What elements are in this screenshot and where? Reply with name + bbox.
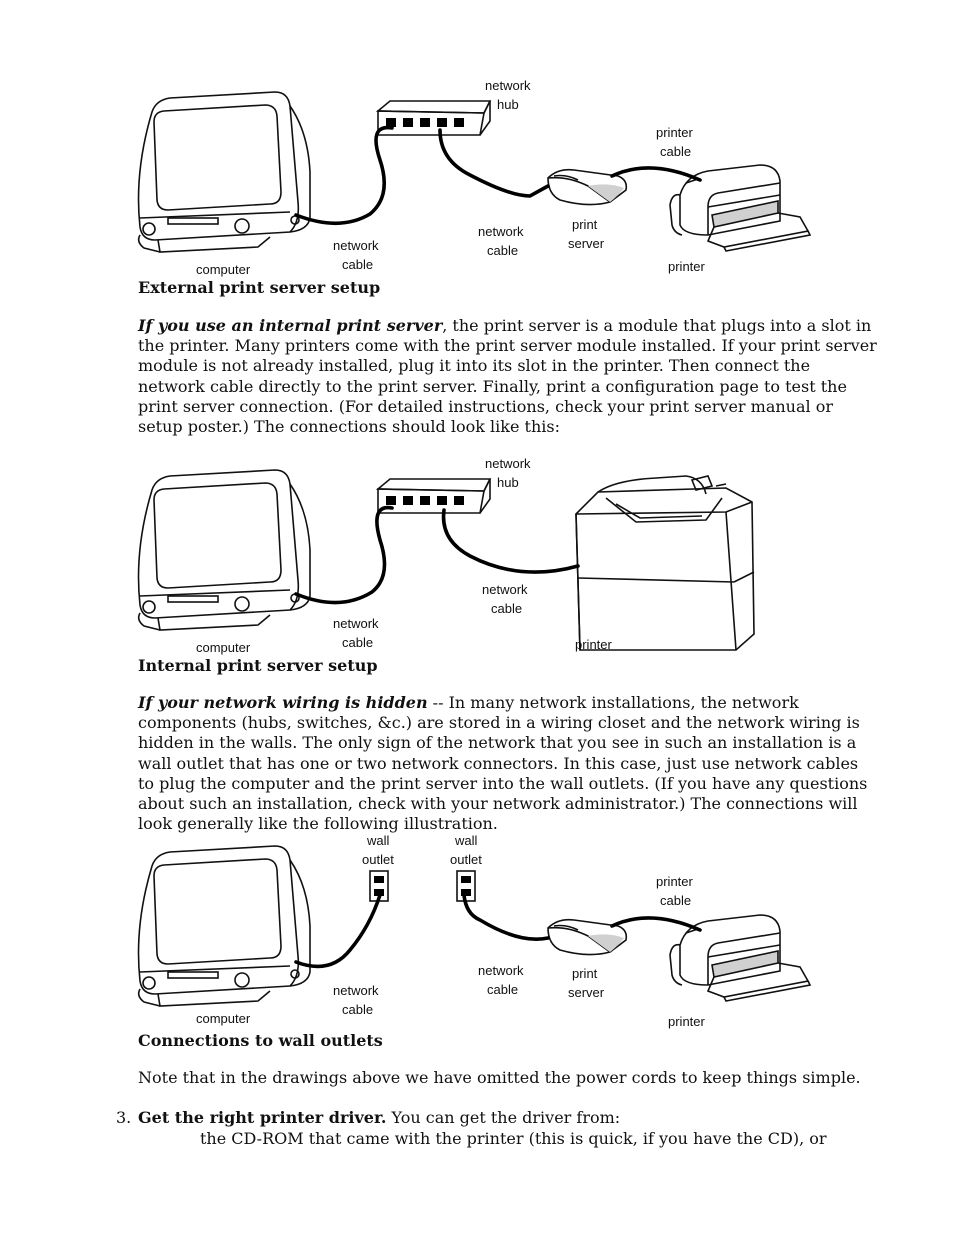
printer-cable: [610, 166, 702, 182]
figure-caption-external: External print server setup: [138, 278, 381, 297]
figure-caption-internal: Internal print server setup: [138, 656, 378, 675]
label-network: network: [478, 963, 524, 978]
label-printer: printer: [668, 259, 706, 274]
label-print: print: [572, 217, 598, 232]
step-3: Get the right printer driver. You can ge…: [138, 1108, 878, 1128]
label-hub: hub: [497, 97, 519, 112]
paragraph-lead: If your network wiring is hidden: [138, 693, 428, 712]
label-cable: cable: [660, 144, 691, 159]
note-power-cords: Note that in the drawings above we have …: [138, 1068, 861, 1087]
label-outlet: outlet: [450, 852, 482, 867]
wall-outlet-drawing: [456, 870, 476, 902]
label-print: print: [572, 966, 598, 981]
step-heading: Get the right printer driver.: [138, 1108, 387, 1127]
label-network: network: [478, 224, 524, 239]
network-cable: [294, 125, 394, 225]
external-setup-diagram: network hub printer cable network cable …: [137, 78, 811, 277]
label-wall: wall: [454, 833, 478, 848]
step-text: You can get the driver from:: [386, 1108, 621, 1127]
label-computer: computer: [196, 640, 251, 655]
computer-drawing: [137, 469, 311, 631]
network-hub-drawing: [377, 478, 491, 514]
computer-drawing: [137, 91, 311, 253]
label-server: server: [568, 985, 605, 1000]
label-printer: printer: [656, 874, 694, 889]
driver-option-cdrom: the CD-ROM that came with the printer (t…: [200, 1129, 827, 1148]
label-cable: cable: [342, 257, 373, 272]
label-hub: hub: [497, 475, 519, 490]
paragraph-internal-print-server: If you use an internal print server, the…: [138, 316, 878, 437]
label-network: network: [333, 983, 379, 998]
internal-setup-diagram: network hub network cable network cable …: [137, 456, 755, 655]
label-cable: cable: [660, 893, 691, 908]
network-cable: [462, 893, 550, 941]
paragraph-body: -- In many network installations, the ne…: [138, 693, 868, 834]
label-cable: cable: [342, 635, 373, 650]
paragraph-hidden-wiring: If your network wiring is hidden -- In m…: [138, 693, 878, 834]
network-cable: [438, 128, 550, 198]
computer-drawing: [137, 845, 311, 1007]
laser-printer-drawing: [575, 475, 755, 651]
label-printer: printer: [668, 1014, 706, 1029]
paragraph-body: , the print server is a module that plug…: [138, 316, 877, 437]
label-computer: computer: [196, 262, 251, 277]
label-network: network: [333, 616, 379, 631]
label-outlet: outlet: [362, 852, 394, 867]
label-network: network: [485, 456, 531, 471]
figure-caption-wall-outlets: Connections to wall outlets: [138, 1031, 383, 1050]
network-cable: [294, 893, 382, 969]
label-wall: wall: [366, 833, 390, 848]
label-network: network: [485, 78, 531, 93]
label-printer: printer: [656, 125, 694, 140]
label-network: network: [333, 238, 379, 253]
label-computer: computer: [196, 1011, 251, 1026]
paragraph-lead: If you use an internal print server: [138, 316, 443, 335]
network-hub-drawing: [377, 100, 491, 136]
step-number: 3.: [116, 1108, 132, 1127]
label-printer: printer: [575, 637, 613, 652]
label-cable: cable: [487, 243, 518, 258]
network-cable: [294, 505, 394, 605]
label-cable: cable: [342, 1002, 373, 1017]
label-cable: cable: [491, 601, 522, 616]
label-cable: cable: [487, 982, 518, 997]
label-network: network: [482, 582, 528, 597]
wall-outlet-diagram: wall outlet wall outlet printer cable ne…: [137, 833, 811, 1029]
network-cable: [441, 508, 580, 574]
printer-cable: [610, 916, 702, 932]
label-server: server: [568, 236, 605, 251]
